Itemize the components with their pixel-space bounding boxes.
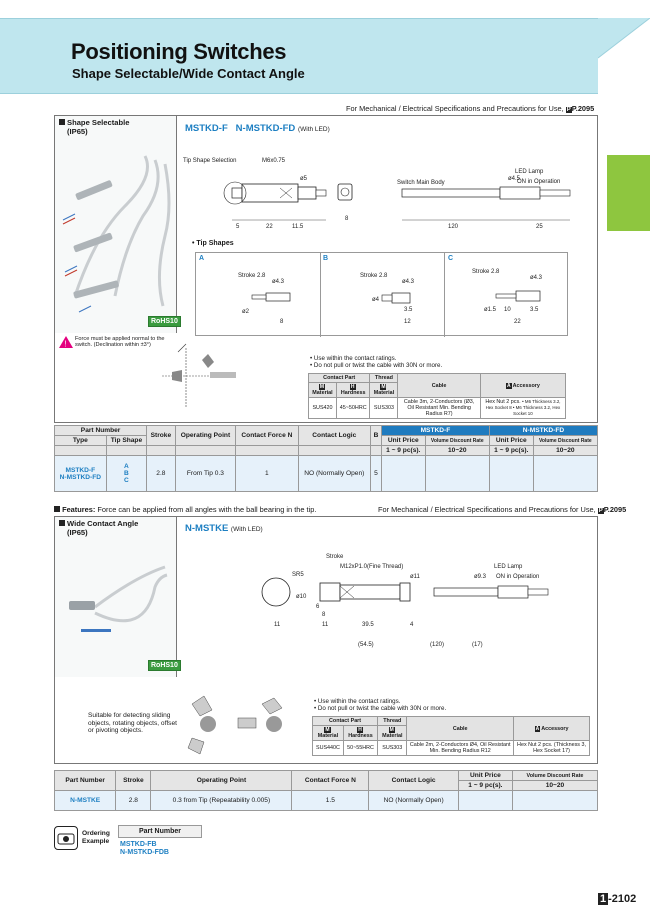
svg-text:39.5: 39.5	[362, 622, 374, 628]
suitable-text: Suitable for detecting sliding objects, …	[88, 712, 177, 735]
svg-text:3.5: 3.5	[530, 307, 539, 313]
svg-text:22: 22	[514, 319, 521, 325]
ordering-example-label: Ordering Example	[82, 830, 110, 845]
rohs-badge-2: RoHS10	[148, 660, 181, 671]
product-mstkd-f: MSTKD-F	[185, 123, 228, 134]
svg-text:M6x0.75: M6x0.75	[262, 158, 286, 164]
page-number: 1-2102	[598, 893, 637, 905]
product-n-mstke: N-MSTKE (With LED)	[185, 523, 263, 534]
tip-shapes-heading: • Tip Shapes	[192, 240, 234, 247]
svg-text:ø4.5: ø4.5	[508, 176, 521, 182]
svg-text:ø2: ø2	[242, 309, 250, 315]
svg-text:Stroke 2.8: Stroke 2.8	[360, 273, 388, 279]
tip-b-label: B	[323, 255, 329, 262]
reference-note-2: For Mechanical / Electrical Specificatio…	[378, 505, 627, 514]
ordering-example-icon	[54, 826, 78, 850]
page-title: Positioning Switches	[71, 39, 287, 64]
svg-text:Stroke 2.8: Stroke 2.8	[238, 273, 266, 279]
svg-text:Switch Main Body: Switch Main Body	[397, 180, 445, 186]
section1-product-names: MSTKD-F N-MSTKD-FD (With LED)	[185, 123, 330, 134]
side-tab	[607, 155, 650, 231]
features-line: Features: Force can be applied from all …	[54, 505, 316, 514]
section1-dimension-drawing: Tip Shape Selection M6x0.75 LED Lamp ON …	[183, 158, 571, 230]
svg-text:25: 25	[536, 224, 543, 230]
svg-text:ø5: ø5	[300, 176, 308, 182]
section2-label: Wide Contact Angle	[67, 519, 139, 528]
svg-text:11.5: 11.5	[292, 224, 304, 230]
product-photo-2: Wide Contact Angle (IP65) RoHS10	[55, 517, 181, 677]
ordering-items: MSTKD-FB N-MSTKD-FDB	[120, 841, 169, 857]
svg-text:(120): (120)	[430, 642, 444, 648]
rohs-badge: RoHS10	[148, 316, 181, 327]
svg-text:Tip Shape Selection: Tip Shape Selection	[183, 158, 236, 164]
svg-text:5: 5	[236, 224, 240, 230]
warning-text: Force must be applied normal to the swit…	[75, 336, 165, 349]
svg-text:(17): (17)	[472, 642, 483, 648]
svg-text:11: 11	[322, 622, 329, 628]
svg-text:ø10: ø10	[296, 594, 307, 600]
section2-dimension-drawing: Stroke M12xP1.0(Fine Thread) SR5 LED Lam…	[261, 554, 549, 648]
svg-text:120: 120	[448, 224, 459, 230]
svg-text:4: 4	[410, 622, 414, 628]
svg-text:6: 6	[316, 604, 320, 610]
reference-note: For Mechanical / Electrical Specificatio…	[346, 104, 595, 113]
switch-photo-2	[69, 565, 168, 632]
svg-text:8: 8	[280, 319, 284, 325]
section2-notes: • Use within the contact ratings. • Do n…	[314, 698, 447, 713]
svg-text:SR5: SR5	[292, 572, 304, 578]
section1-notes: • Use within the contact ratings. • Do n…	[310, 355, 443, 370]
force-direction-diagram	[162, 343, 236, 408]
tip-c-label: C	[448, 255, 454, 262]
svg-text:Stroke 2.8: Stroke 2.8	[472, 269, 500, 275]
svg-text:3.5: 3.5	[404, 307, 413, 313]
svg-text:M12xP1.0(Fine Thread): M12xP1.0(Fine Thread)	[340, 564, 403, 570]
warning-box: ! Force must be applied normal to the sw…	[57, 334, 179, 420]
page-header: Positioning Switches Shape Selectable/Wi…	[0, 18, 598, 94]
svg-text:11: 11	[274, 622, 281, 628]
warning-icon: !	[59, 336, 73, 348]
svg-text:22: 22	[266, 224, 273, 230]
svg-text:ø4.3: ø4.3	[272, 279, 285, 285]
product-photo-1: Shape Selectable (IP65) RoHS10	[55, 116, 181, 333]
svg-text:12: 12	[404, 319, 411, 325]
svg-text:LED Lamp: LED Lamp	[494, 564, 523, 570]
detection-diagram	[187, 695, 283, 755]
svg-text:10: 10	[504, 307, 511, 313]
section1-label: Shape Selectable	[67, 118, 130, 127]
page-subtitle: Shape Selectable/Wide Contact Angle	[72, 66, 305, 81]
tip-shapes-box: A B C Stroke 2.8 Stroke 2.8 Stroke 2.8 ø…	[195, 252, 568, 337]
tip-a-label: A	[199, 255, 205, 262]
svg-text:ø4.3: ø4.3	[530, 275, 543, 281]
svg-text:ø1.5: ø1.5	[484, 307, 497, 313]
tip-shape-drawings: Stroke 2.8 Stroke 2.8 Stroke 2.8 ø4.3 ø4…	[238, 269, 543, 325]
corner-fold	[597, 17, 650, 95]
svg-text:8: 8	[345, 216, 349, 222]
svg-text:ON in Operation: ON in Operation	[517, 179, 560, 185]
ordering-part-header: Part Number	[118, 825, 202, 838]
svg-text:Stroke: Stroke	[326, 554, 344, 560]
svg-text:LED Lamp: LED Lamp	[515, 169, 544, 175]
svg-text:ø4: ø4	[372, 297, 380, 303]
section2-ip: (IP65)	[67, 527, 88, 537]
svg-text:!: !	[64, 340, 66, 349]
svg-text:ø9.3: ø9.3	[474, 574, 487, 580]
switch-photo	[62, 155, 171, 313]
svg-text:ON in Operation: ON in Operation	[496, 574, 539, 580]
product-n-mstkd-fd: N-MSTKD-FD	[235, 123, 296, 134]
svg-text:ø4.3: ø4.3	[402, 279, 415, 285]
section1-ip: (IP65)	[67, 126, 88, 136]
svg-text:(54.5): (54.5)	[358, 642, 374, 648]
svg-text:8: 8	[322, 612, 326, 618]
svg-text:ø11: ø11	[410, 574, 421, 580]
